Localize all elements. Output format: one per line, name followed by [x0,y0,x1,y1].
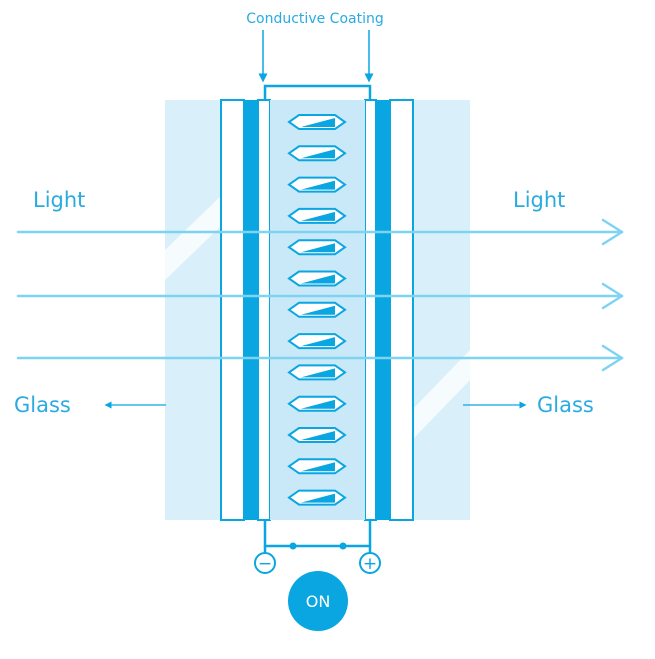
top-wire [263,84,372,100]
left-outer-panel [220,99,245,521]
crystal-shade [301,399,335,409]
light-label-left: Light [33,188,85,212]
negative-terminal [254,552,276,574]
light-label-right: Light [513,188,565,212]
right-inner-panel [364,99,377,521]
crystal-shade [301,493,335,503]
positive-symbol: + [363,554,377,574]
right-glass-pane [412,100,470,520]
left-inner-panel [257,99,271,521]
circuit-node-left [289,542,297,550]
light-ray-3-head [601,344,624,372]
right-conductive-strip [376,100,390,520]
crystal-shade [301,274,335,284]
crystal-shade [301,337,335,347]
glass-shine [165,195,470,440]
left-glass-pane [165,100,222,520]
power-button[interactable]: ON [288,571,348,631]
bottom-circuit [263,520,372,553]
crystal-shade [301,431,335,440]
crystal-shade [301,462,335,472]
negative-symbol: − [258,554,272,574]
power-button-label: ON [306,592,331,611]
light-rays [16,218,624,372]
light-ray-2-head [601,282,624,310]
crystal-shade [301,305,335,315]
power-button-circle[interactable] [288,571,348,631]
crystal-shade [301,180,335,190]
crystal-shade [301,243,335,253]
crystal-shade [301,149,335,159]
glass-label-left: Glass [14,393,71,417]
circuit-node-right [339,542,347,550]
crystal-shade [301,368,335,378]
crystal-shade [301,211,335,221]
light-ray-1-head [601,218,624,246]
left-conductive-strip [244,100,258,520]
right-outer-panel [389,99,414,521]
glass-label-right: Glass [537,393,594,417]
crystal-shade [301,118,335,127]
coating-label: Conductive Coating [246,11,383,27]
positive-terminal [359,552,381,574]
crystal-particles [287,114,347,506]
